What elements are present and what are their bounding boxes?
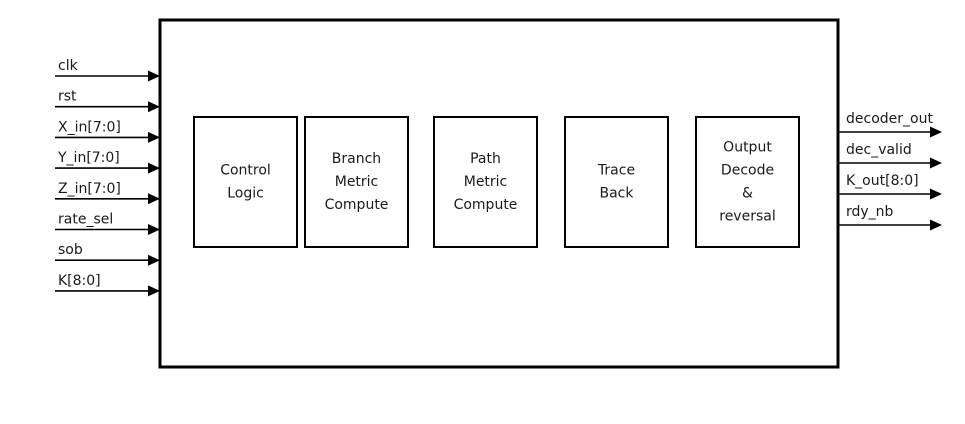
output-arrowhead <box>930 126 942 138</box>
output-arrowhead <box>930 188 942 200</box>
output-signal-label: decoder_out <box>846 111 933 127</box>
input-port: Z_in[7:0] <box>55 181 160 205</box>
output-port: decoder_out <box>838 111 942 138</box>
output-arrowhead <box>930 157 942 169</box>
input-signal-label: K[8:0] <box>58 273 101 289</box>
input-signal-label: sob <box>58 242 83 258</box>
input-signal-label: Y_in[7:0] <box>57 150 120 166</box>
branch-metric-compute-label-line: Compute <box>325 197 389 213</box>
output-decode-reversal-label-line: & <box>742 186 753 202</box>
input-signal-label: rate_sel <box>58 212 113 228</box>
control-logic-box <box>193 116 298 248</box>
branch-metric-compute-label-line: Branch <box>332 151 381 167</box>
input-port: Y_in[7:0] <box>55 150 160 174</box>
input-port: X_in[7:0] <box>55 119 160 143</box>
branch-metric-compute-label-line: Metric <box>335 174 379 190</box>
input-signal-label: rst <box>58 89 77 105</box>
input-port: K[8:0] <box>55 273 160 297</box>
path-metric-compute-label-line: Path <box>470 151 501 167</box>
output-port: K_out[8:0] <box>838 173 942 200</box>
output-port: rdy_nb <box>838 204 942 231</box>
path-metric-compute-label-line: Compute <box>454 197 518 213</box>
input-port: rate_sel <box>55 212 160 235</box>
input-signal-label: Z_in[7:0] <box>58 181 121 197</box>
input-arrowhead <box>148 101 160 113</box>
input-signal-label: X_in[7:0] <box>58 119 121 135</box>
output-decode-reversal-box <box>695 116 800 248</box>
branch-metric-compute-box <box>304 116 409 248</box>
input-arrowhead <box>148 224 160 235</box>
path-metric-compute-label-line: Metric <box>464 174 508 190</box>
input-arrowhead <box>148 285 160 297</box>
output-port: dec_valid <box>838 142 942 169</box>
output-signal-label: K_out[8:0] <box>846 173 919 189</box>
output-signal-label: dec_valid <box>846 142 912 158</box>
input-port: clk <box>55 58 160 82</box>
internal-blocks: ControlLogicBranchMetricComputePathMetri… <box>193 116 800 248</box>
output-signal-label: rdy_nb <box>846 204 894 220</box>
input-signal-label: clk <box>58 58 79 74</box>
trace-back-label-line: Trace <box>597 163 635 179</box>
input-arrowhead <box>148 70 160 82</box>
output-arrowhead <box>930 219 942 231</box>
trace-back-label-line: Back <box>600 186 635 202</box>
input-arrowhead <box>148 193 160 205</box>
input-port: sob <box>55 242 160 266</box>
input-port: rst <box>55 89 160 113</box>
trace-back-box <box>564 116 669 248</box>
path-metric-compute-box <box>433 116 538 248</box>
input-arrowhead <box>148 162 160 174</box>
output-decode-reversal-label-line: reversal <box>719 209 775 225</box>
control-logic-label-line: Logic <box>227 186 264 202</box>
control-logic-label-line: Control <box>220 163 271 179</box>
input-arrowhead <box>148 131 160 143</box>
input-arrowhead <box>148 254 160 266</box>
output-decode-reversal-label-line: Output <box>723 140 772 156</box>
output-decode-reversal-label-line: Decode <box>721 163 774 179</box>
